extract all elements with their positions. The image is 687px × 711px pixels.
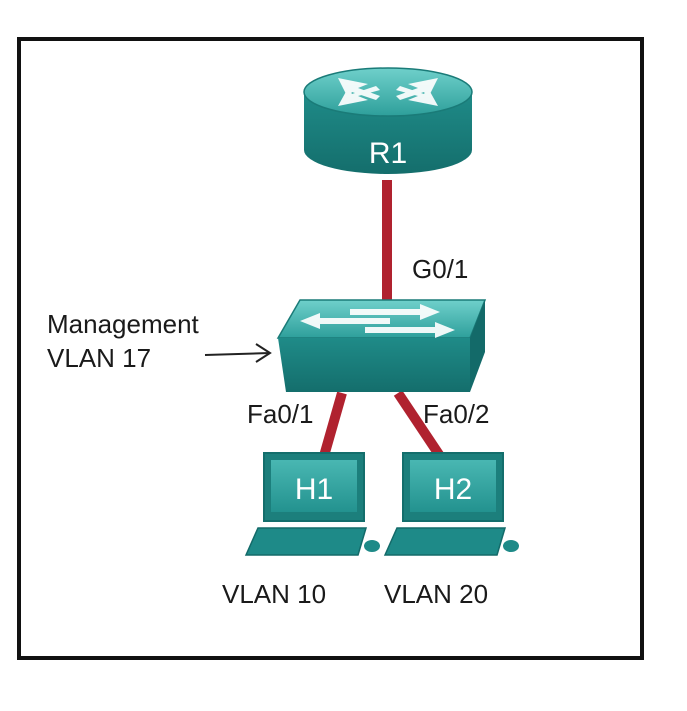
- switch-front: [278, 338, 470, 392]
- router-label: R1: [369, 137, 407, 170]
- annotation-line1: Management: [47, 309, 200, 339]
- switch: [276, 299, 487, 392]
- interface-label-fa0-1: Fa0/1: [247, 399, 314, 429]
- router-r1: R1: [303, 67, 473, 174]
- h2-screen: [410, 460, 496, 512]
- annotation-arrow-icon: [204, 343, 272, 363]
- annotation-line2: VLAN 17: [47, 343, 151, 373]
- h1-label: H1: [295, 473, 333, 506]
- switch-arrows-icon: [300, 304, 455, 338]
- vlan-label-h1: VLAN 10: [222, 579, 326, 609]
- h1-keyboard: [244, 527, 368, 556]
- host-h2: H2: [383, 452, 519, 556]
- h2-keyboard: [383, 527, 507, 556]
- h1-screen: [271, 460, 357, 512]
- h2-mouse: [503, 540, 519, 552]
- switch-side: [470, 300, 485, 392]
- network-links: [319, 180, 445, 459]
- host-h1: H1: [244, 452, 380, 556]
- h1-mouse: [364, 540, 380, 552]
- interface-label-g0-1: G0/1: [412, 254, 468, 284]
- interface-label-fa0-2: Fa0/2: [423, 399, 490, 429]
- h2-label: H2: [434, 473, 472, 506]
- vlan-label-h2: VLAN 20: [384, 579, 488, 609]
- link-switch-h2: [393, 390, 445, 459]
- link-switch-h1: [319, 391, 347, 458]
- router-arrows-icon: [338, 78, 438, 106]
- router-top: [303, 67, 473, 117]
